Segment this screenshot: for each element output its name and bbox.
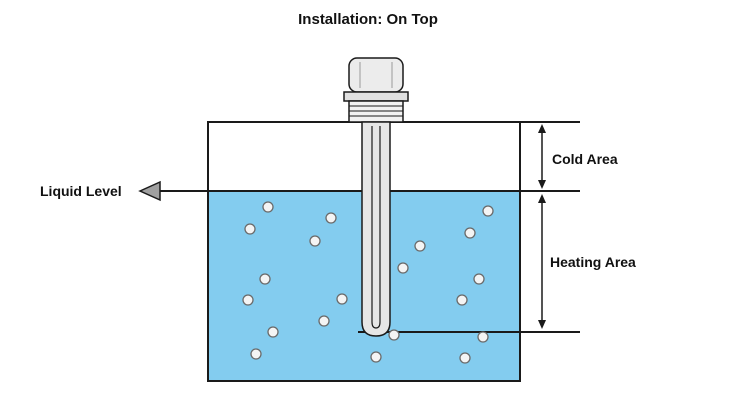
heating-area-dimension bbox=[538, 194, 546, 329]
liquid-level-arrow bbox=[138, 180, 161, 202]
bubble bbox=[309, 235, 321, 247]
diagram-title: Installation: On Top bbox=[298, 11, 438, 28]
bubble bbox=[482, 205, 494, 217]
bubble bbox=[250, 348, 262, 360]
bubble bbox=[397, 262, 409, 274]
bubble bbox=[464, 227, 476, 239]
cold-area-dimension bbox=[538, 124, 546, 189]
bubble bbox=[242, 294, 254, 306]
bubble bbox=[388, 329, 400, 341]
heater-element bbox=[343, 57, 409, 337]
bubble bbox=[336, 293, 348, 305]
heater-cap bbox=[348, 57, 404, 93]
bubble bbox=[456, 294, 468, 306]
heater-tube bbox=[361, 121, 391, 337]
liquid-level-label: Liquid Level bbox=[40, 183, 122, 199]
bubble bbox=[459, 352, 471, 364]
bubble bbox=[244, 223, 256, 235]
bubble bbox=[267, 326, 279, 338]
bubbles bbox=[242, 201, 494, 364]
bubble bbox=[414, 240, 426, 252]
bubble bbox=[325, 212, 337, 224]
bubble bbox=[370, 351, 382, 363]
bubble bbox=[318, 315, 330, 327]
bubble bbox=[477, 331, 489, 343]
heater-flange bbox=[343, 91, 409, 102]
bubble bbox=[259, 273, 271, 285]
bubble bbox=[262, 201, 274, 213]
heating-area-label: Heating Area bbox=[550, 254, 636, 270]
cold-area-label: Cold Area bbox=[552, 151, 618, 167]
heater-tube-inner bbox=[371, 126, 381, 329]
bubble bbox=[473, 273, 485, 285]
